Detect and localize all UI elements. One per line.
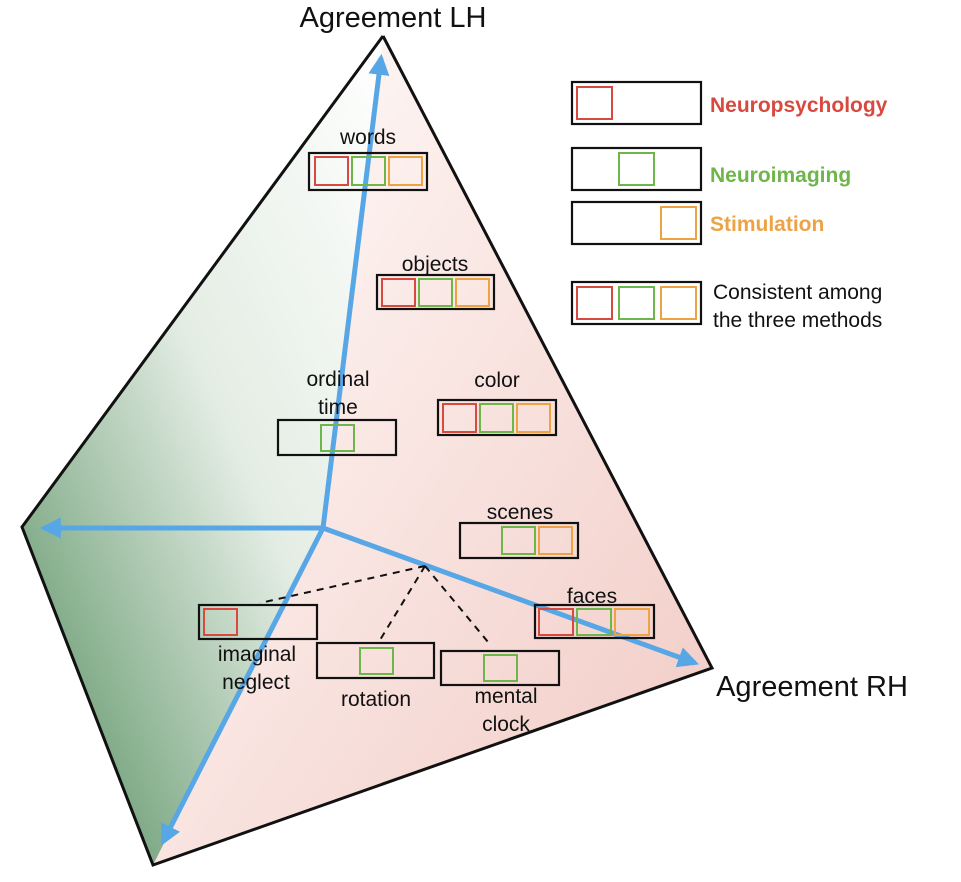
dashed-connectors (259, 565, 489, 643)
legend-box-frame (570, 200, 703, 246)
legend-label-consistent-line1: Consistent among (713, 281, 882, 304)
pyramid-face-right (153, 36, 712, 865)
item-rotation: rotation (315, 641, 436, 711)
neuropsychology-box (442, 403, 477, 433)
legend-neuroimaging: Neuroimaging (570, 146, 851, 192)
item-label-line2: clock (482, 713, 530, 736)
stimulation-box (455, 278, 490, 307)
legend-box-frame (570, 280, 703, 326)
neuropsychology-box (381, 278, 416, 307)
method-box-frame (439, 649, 561, 687)
item-words: words (307, 126, 429, 192)
legend-label-neuropsychology: Neuropsychology (710, 94, 888, 117)
legend-label-consistent-line2: the three methods (713, 309, 882, 332)
axis-label-rh: Agreement RH (716, 671, 908, 703)
item-label-line1: mental (474, 685, 537, 708)
axis-arrow-lh (320, 53, 390, 529)
method-box-frame (315, 641, 436, 680)
method-box-frame (307, 151, 429, 192)
item-label-line1: imaginal (218, 643, 296, 666)
item-label-line1: ordinal (306, 368, 369, 391)
item-label: scenes (487, 501, 554, 524)
neuroimaging-box (351, 156, 386, 186)
method-box-frame (375, 273, 496, 311)
legend-label-stimulation: Stimulation (710, 213, 824, 236)
stimulation-box (516, 403, 551, 433)
neuroimaging-box (483, 654, 518, 682)
axis-arrow-rh (322, 525, 699, 668)
neuropsychology-box (576, 86, 613, 120)
neuropsychology-box (203, 608, 238, 636)
item-label: objects (402, 253, 469, 276)
item-label-line2: neglect (222, 671, 290, 694)
method-box-frame (533, 603, 656, 640)
neuropsychology-box (538, 608, 574, 636)
legend-neuropsychology: Neuropsychology (570, 80, 888, 126)
stimulation-box (538, 526, 573, 555)
legend-box-frame (570, 80, 703, 126)
neuroimaging-box (479, 403, 514, 433)
item-label: faces (567, 585, 617, 608)
method-box-frame (197, 603, 319, 641)
neuroimaging-box (418, 278, 453, 307)
method-box-frame (276, 418, 398, 457)
pyramid-outline (20, 35, 715, 867)
item-mental-clock: mental clock (439, 649, 561, 736)
legend: Neuropsychology Neuroimaging Stimulation… (570, 80, 888, 332)
stimulation-box (660, 206, 697, 240)
item-faces: faces (533, 585, 656, 640)
legend-box-frame (570, 146, 703, 192)
method-box-frame (436, 398, 558, 437)
item-label-line2: time (318, 396, 358, 419)
item-label: color (474, 369, 520, 392)
neuroimaging-box (618, 286, 655, 320)
item-scenes: scenes (458, 501, 580, 560)
item-label: rotation (341, 688, 411, 711)
item-label: words (339, 126, 396, 149)
neuroimaging-box (320, 424, 355, 452)
neuroimaging-box (359, 647, 394, 675)
neuropsychology-box (576, 286, 613, 320)
item-ordinal-time: ordinal time (276, 368, 398, 457)
neuroimaging-box (618, 152, 655, 186)
neuroimaging-box (576, 608, 612, 636)
stimulation-box (660, 286, 697, 320)
item-imaginal-neglect: imaginal neglect (197, 603, 319, 694)
neuropsychology-box (314, 156, 349, 186)
stimulation-box (388, 156, 423, 186)
axis-arrow-bottom (160, 526, 326, 846)
legend-stimulation: Stimulation (570, 200, 824, 246)
stimulation-box (614, 608, 650, 636)
neuroimaging-box (501, 526, 536, 555)
legend-consistent: Consistent among the three methods (570, 280, 882, 332)
item-color: color (436, 369, 558, 437)
legend-label-neuroimaging: Neuroimaging (710, 164, 851, 187)
axis-label-lh: Agreement LH (300, 2, 487, 34)
method-box-frame (458, 521, 580, 560)
pyramid-face-left (22, 36, 383, 865)
item-objects: objects (375, 253, 496, 311)
